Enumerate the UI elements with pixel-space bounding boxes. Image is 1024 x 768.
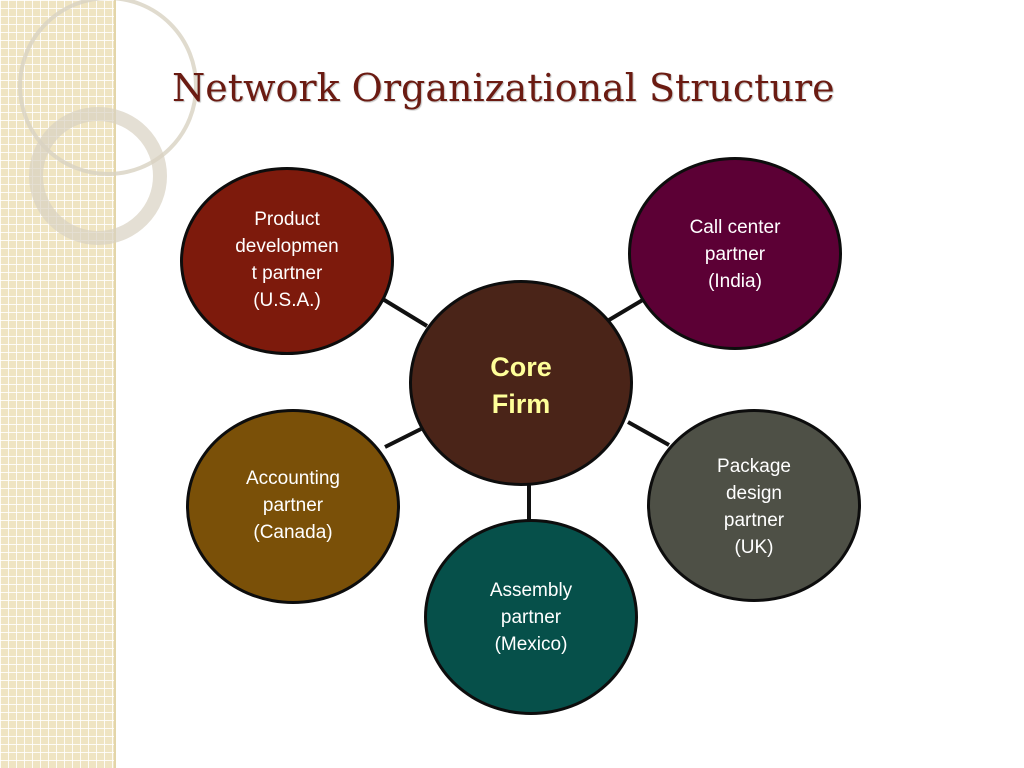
- page-title: Network Organizational Structure: [172, 66, 835, 110]
- call-center-partner-label: Call center partner (India): [689, 217, 781, 292]
- decorative-ring-large: [18, 0, 198, 176]
- core-firm-node: Core Firm: [409, 280, 633, 486]
- product-development-partner-label: Product developmen t partner (U.S.A.): [235, 209, 339, 311]
- connector-line-call-center: [607, 296, 648, 322]
- product-development-partner-node: Product developmen t partner (U.S.A.): [180, 167, 394, 355]
- assembly-partner-label: Assembly partner (Mexico): [489, 580, 573, 655]
- connector-line-product-development: [379, 296, 429, 328]
- connector-line-accounting: [384, 427, 422, 449]
- decorative-rings: [18, 0, 198, 245]
- package-design-partner-label: Package design partner (UK): [717, 456, 791, 558]
- connector-line-package-design: [627, 420, 670, 447]
- call-center-partner-node: Call center partner (India): [628, 157, 842, 350]
- accounting-partner-node: Accounting partner (Canada): [186, 409, 400, 604]
- package-design-partner-node: Package design partner (UK): [647, 409, 861, 602]
- accounting-partner-label: Accounting partner (Canada): [245, 468, 340, 543]
- assembly-partner-node: Assembly partner (Mexico): [424, 519, 638, 715]
- decorative-ring-small: [29, 107, 167, 245]
- core-firm-label: Core Firm: [490, 352, 552, 419]
